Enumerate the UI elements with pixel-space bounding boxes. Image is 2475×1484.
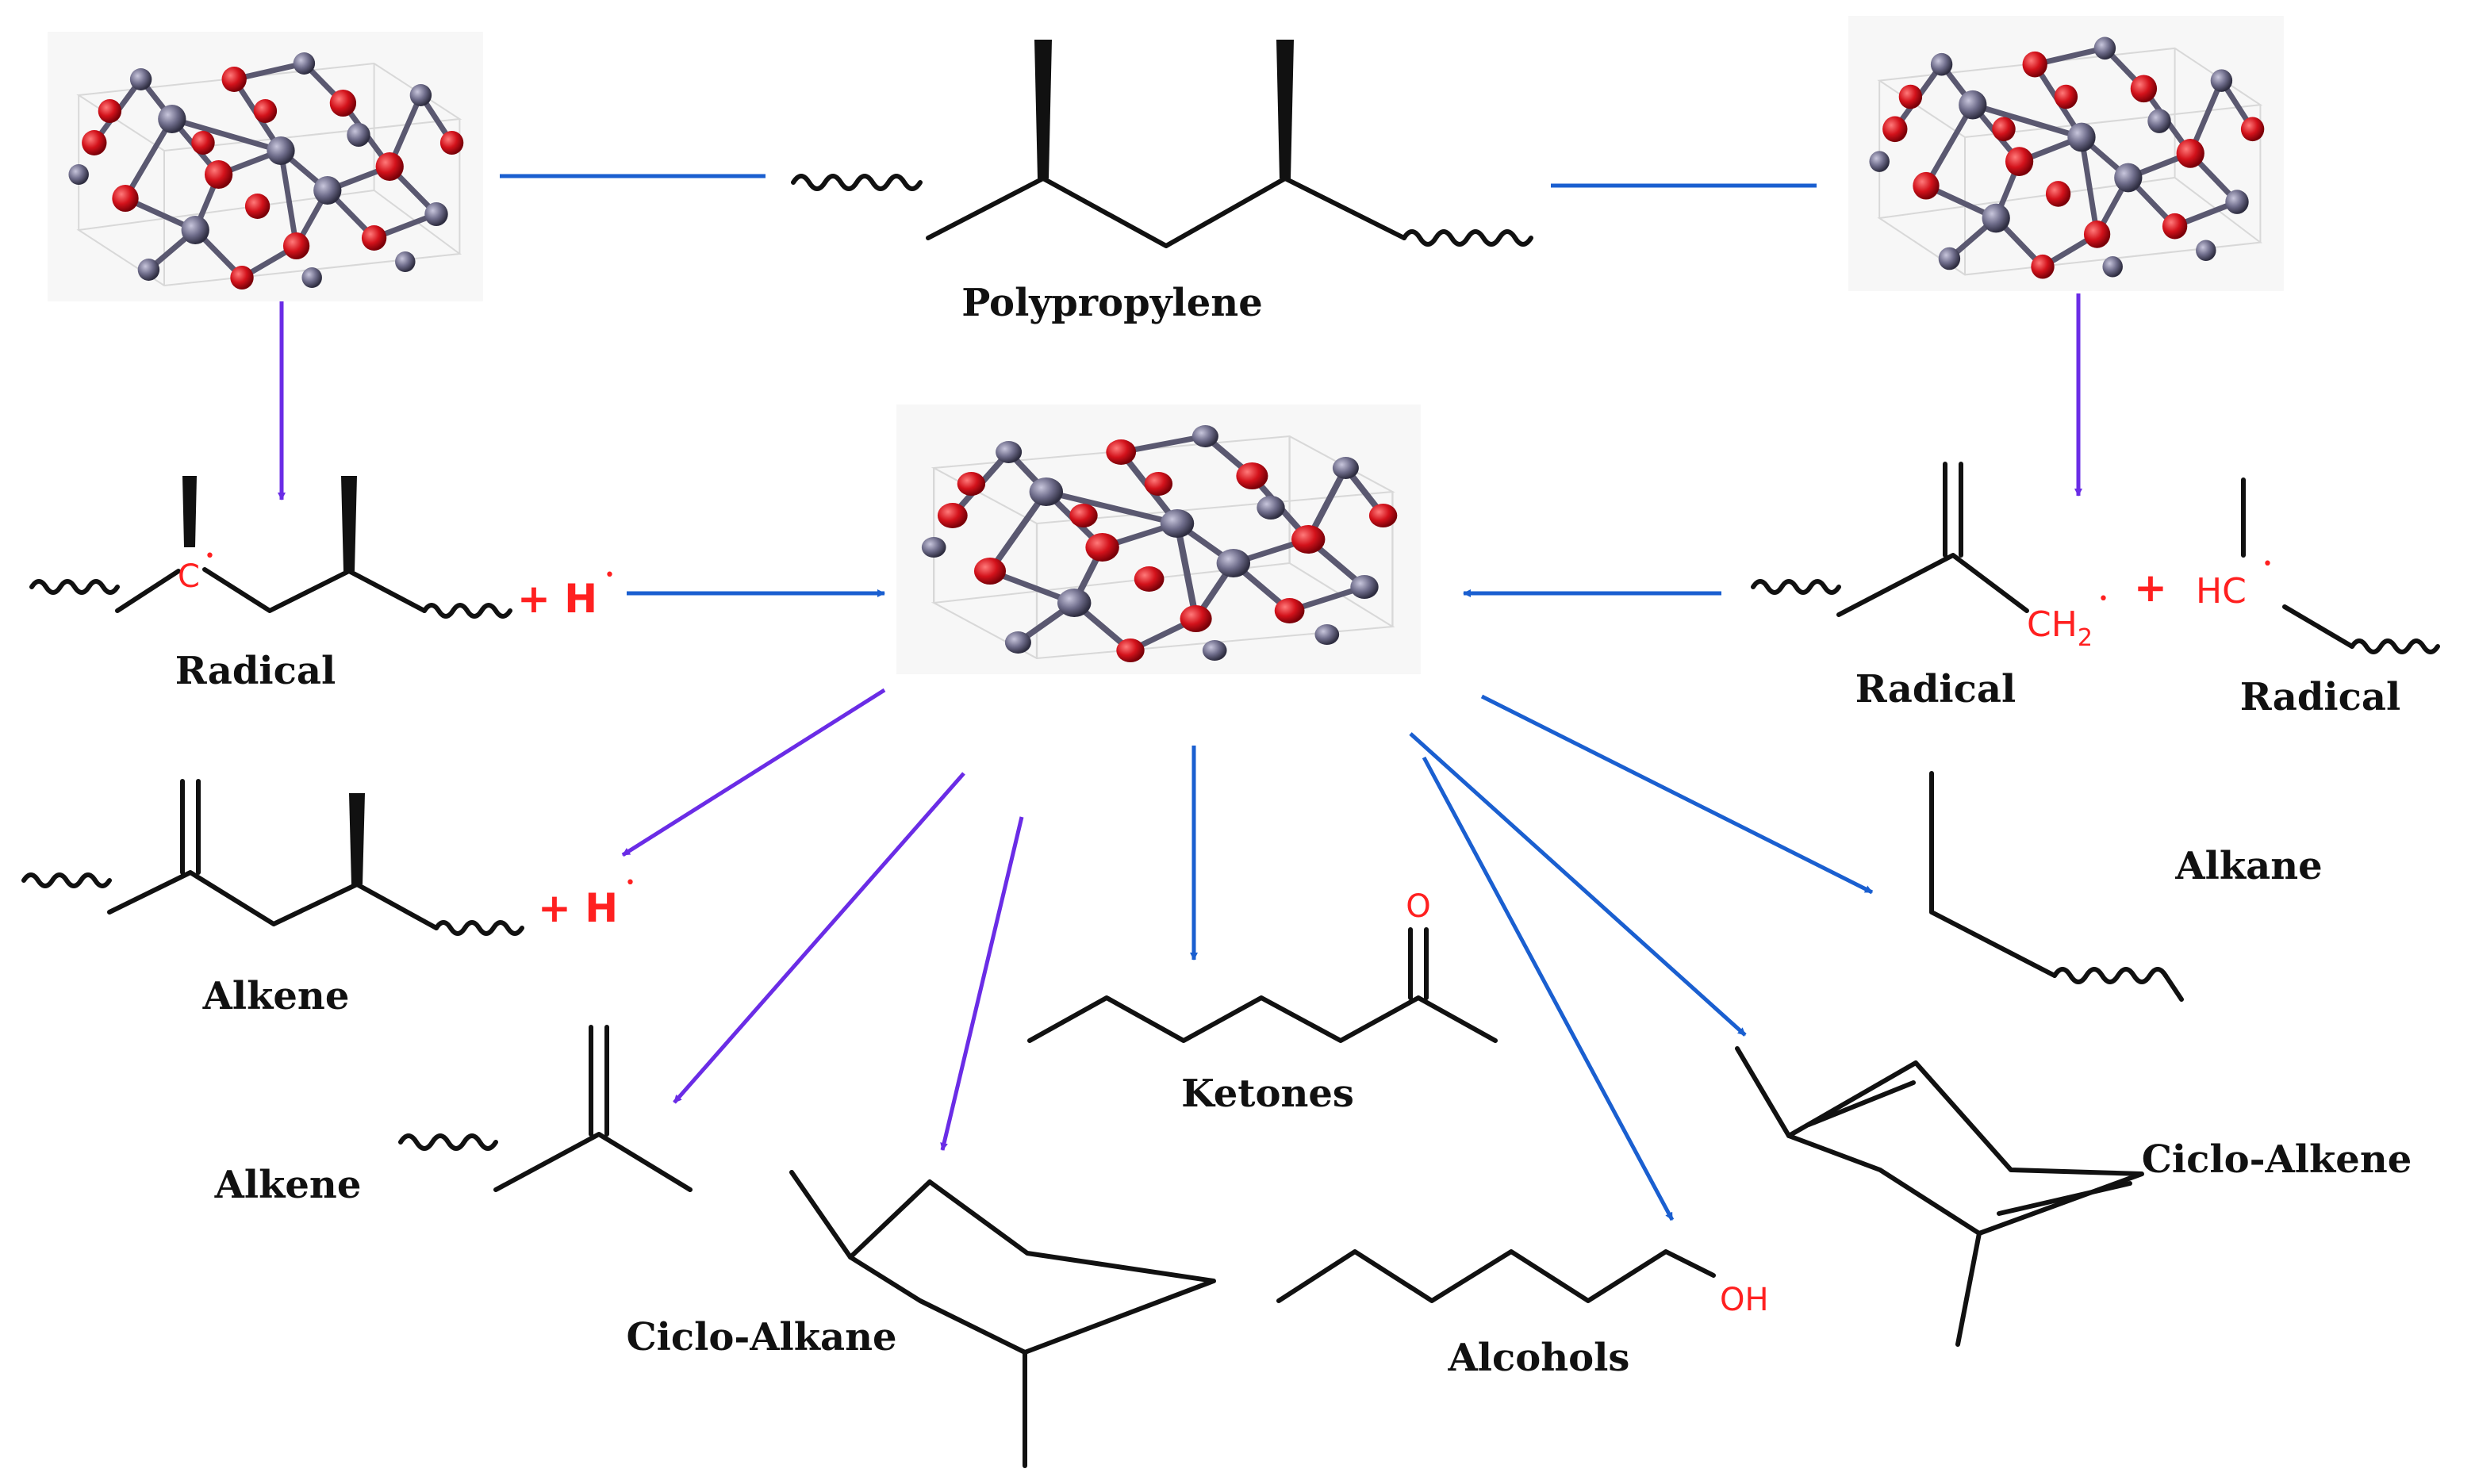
radical-dot: • [2098, 589, 2109, 609]
radical-right-label-2: Radical [2240, 675, 2400, 719]
ciclo-alkene-structure [1735, 1046, 2144, 1347]
crystal-structure-center-icon [896, 405, 1421, 674]
crystal-structure-top-left-icon [48, 32, 483, 301]
ciclo-alkene-label: Ciclo-Alkene [2142, 1137, 2412, 1182]
hc-text: HC [2196, 571, 2247, 612]
polypropylene-label: Polypropylene [961, 281, 1262, 325]
radical-hc-structure [2241, 477, 2440, 654]
ketones-label: Ketones [1181, 1072, 1354, 1116]
ketone-structure [1027, 927, 1498, 1043]
wedge-bond-icon [1276, 40, 1294, 178]
alkene-label-2: Alkene [214, 1163, 362, 1207]
alkene-structure-1 [21, 779, 524, 936]
alkene-label-1: Alkene [202, 974, 350, 1018]
ciclo-alkane-structure [789, 1170, 1216, 1468]
radical-dot: • [604, 566, 615, 585]
hydroxyl-text: OH [1720, 1282, 1769, 1318]
arrow-to-ciclo-alkane [940, 816, 1024, 1151]
radical-left-structure [29, 476, 512, 619]
wedge-bond-icon [1034, 40, 1052, 178]
alcohols-label: Alcohols [1448, 1336, 1630, 1380]
plus-sign: + [2134, 565, 2167, 611]
arrow-to-alkane [1480, 694, 1874, 895]
alcohol-structure [1276, 1249, 1716, 1303]
radical-dot: • [625, 873, 635, 893]
ciclo-alkane-label: Ciclo-Alkane [626, 1315, 896, 1359]
radical-right-structure [1751, 462, 2029, 617]
oxygen-text: O [1406, 888, 1430, 925]
ch2-text: CH2 [2027, 604, 2093, 652]
alkene-structure-2 [398, 1025, 693, 1192]
arrow-to-ciclo-alkene [1409, 732, 1747, 1037]
radical-right-label-1: Radical [1855, 667, 2016, 711]
radical-dot: • [2262, 554, 2273, 574]
crystal-structure-top-right-icon [1848, 16, 2284, 291]
polypropylene-structure [791, 40, 1533, 248]
carbon-radical-text: C [178, 558, 200, 595]
hydrogen-radical-text: + H [517, 576, 597, 622]
radical-left-label: Radical [175, 649, 336, 693]
alkane-label: Alkane [2174, 844, 2322, 888]
arrow-to-alkene-2 [673, 772, 965, 1104]
hydrogen-radical-text: + H [538, 885, 618, 931]
radical-dot: • [205, 546, 215, 566]
arrow-to-alcohols [1422, 756, 1675, 1221]
alkane-structure [1929, 771, 2184, 1002]
arrow-to-alkene-1 [621, 688, 886, 857]
